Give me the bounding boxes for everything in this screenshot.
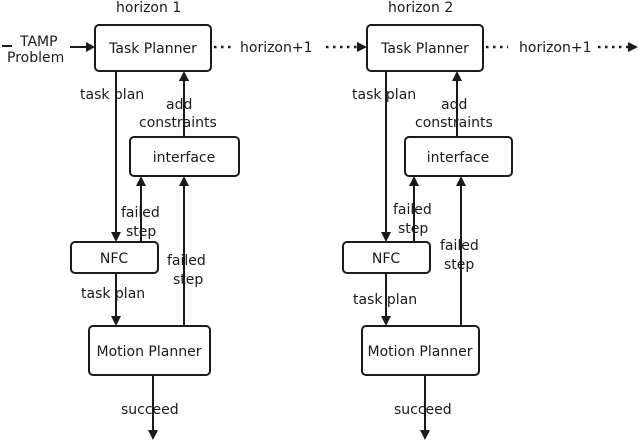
edge-mp1-succeed-head [148, 430, 158, 440]
edge-nfc1-if1-head [136, 176, 146, 186]
task-plan-bottom-2: task plan [353, 292, 417, 308]
edge-nfc2-mp2-head [381, 316, 391, 326]
edge-nfc1-mp1-head [111, 316, 121, 326]
edge-tp1-nfc1-head [111, 232, 121, 242]
nfc-2-label: NFC [372, 251, 401, 267]
edge-mp1-if1-head [179, 176, 189, 186]
step-left-2: step [398, 221, 428, 237]
add-label-1: add [166, 97, 192, 113]
task-planner-1 [94, 24, 212, 72]
succeed-2: succeed [394, 402, 452, 418]
failed-left-1: failed [121, 205, 160, 221]
horizon-2-column: horizon 2 Task Planner interface NFC Mot… [342, 0, 638, 440]
tamp-problem-input: TAMP Problem [2, 34, 95, 66]
tamp-label: TAMP [19, 34, 58, 50]
task-planner-2-label: Task Planner [380, 41, 469, 57]
motion-planner-2 [361, 325, 480, 376]
task-plan-top-2: task plan [352, 87, 416, 103]
edge-mp2-succeed-head [420, 430, 430, 440]
succeed-1: succeed [121, 402, 179, 418]
interface-1-label: interface [153, 150, 215, 166]
step-right-1: step [173, 272, 203, 288]
failed-left-2: failed [393, 202, 432, 218]
task-planner-2 [366, 24, 484, 72]
task-planner-1-label: Task Planner [108, 41, 197, 57]
horizon-next-1-head [357, 42, 367, 52]
failed-right-2: failed [440, 238, 479, 254]
constraints-label-1: constraints [139, 115, 217, 131]
task-plan-bottom-1: task plan [81, 286, 145, 302]
horizon-plus-1-label-2: horizon+1 [519, 40, 592, 56]
edge-tp2-nfc2-head [381, 232, 391, 242]
constraints-label-2: constraints [415, 115, 493, 131]
edge-if1-tp1-head [179, 71, 189, 81]
failed-right-1: failed [167, 253, 206, 269]
motion-planner-1-label: Motion Planner [97, 344, 202, 360]
interface-2 [404, 136, 513, 177]
step-left-1: step [126, 224, 156, 240]
horizon-next-2-head [628, 42, 638, 52]
task-plan-top-1: task plan [80, 87, 144, 103]
motion-planner-2-label: Motion Planner [368, 344, 473, 360]
horizon-1-title: horizon 1 [116, 0, 181, 16]
edge-if2-tp2-head [452, 71, 462, 81]
interface-2-label: interface [427, 150, 489, 166]
horizon-1-column: horizon 1 Task Planner interface NFC Mot… [70, 0, 367, 440]
edge-nfc2-if2-head [409, 176, 419, 186]
input-arrow-head [86, 42, 95, 52]
add-label-2: add [441, 97, 467, 113]
horizon-2-title: horizon 2 [388, 0, 453, 16]
nfc-1-label: NFC [100, 251, 129, 267]
nfc-1 [70, 241, 159, 274]
edge-mp2-if2-head [456, 176, 466, 186]
step-right-2: step [444, 257, 474, 273]
motion-planner-1 [88, 325, 211, 376]
problem-label: Problem [7, 50, 64, 66]
horizon-plus-1-label-1: horizon+1 [240, 40, 313, 56]
